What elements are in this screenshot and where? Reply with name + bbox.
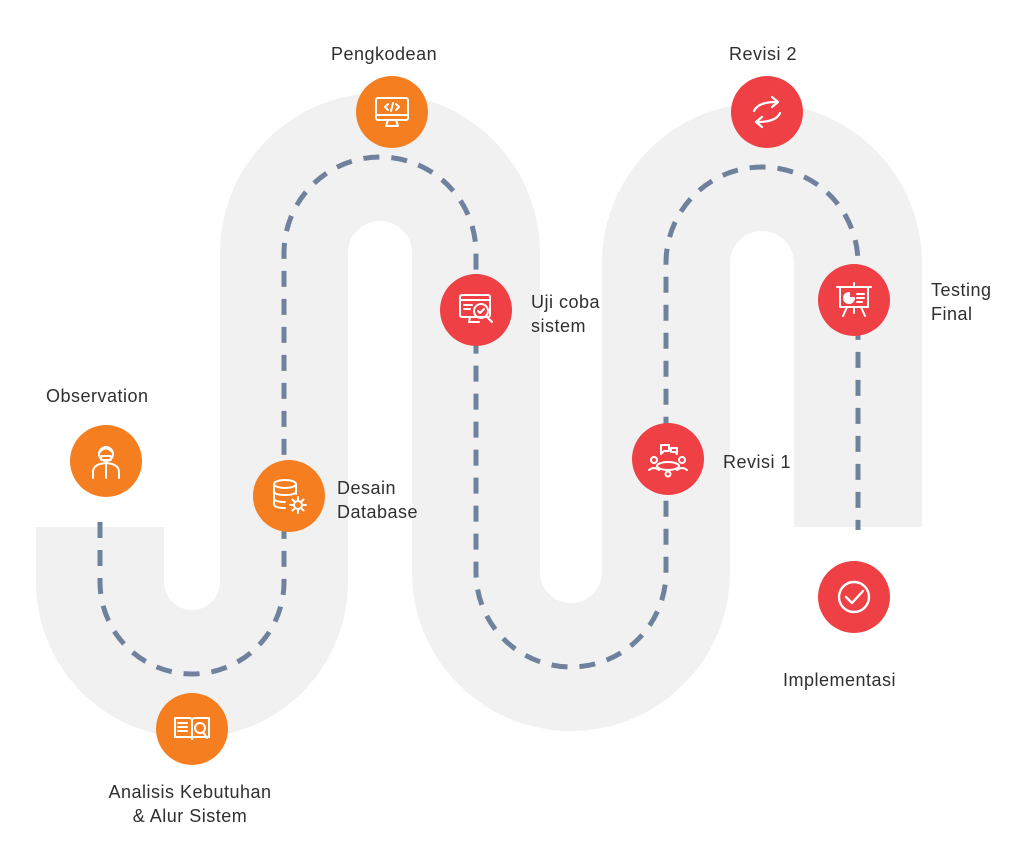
label-desain-database: Desain Database <box>337 478 419 522</box>
label-pengkodean: Pengkodean <box>331 44 438 64</box>
team-discussion-icon <box>648 444 688 478</box>
milestone-uji-coba-sistem <box>440 274 512 346</box>
monitor-code-icon <box>375 97 409 127</box>
label-analisis-kebutuhan: Analisis Kebutuhan & Alur Sistem <box>108 782 272 826</box>
label-implementasi: Implementasi <box>783 670 897 690</box>
sync-arrows-icon <box>752 95 782 129</box>
person-icon <box>92 446 120 479</box>
milestone-pengkodean <box>356 76 428 148</box>
presentation-board-icon <box>836 282 872 317</box>
milestone-analisis-kebutuhan <box>156 693 228 765</box>
milestone-observation <box>70 425 142 497</box>
label-revisi-1: Revisi 1 <box>723 452 792 472</box>
road-dashed-line <box>97 154 861 677</box>
book-search-icon <box>174 717 210 740</box>
milestone-revisi-2 <box>731 76 803 148</box>
label-testing-final: Testing Final <box>931 280 992 324</box>
label-uji-coba-sistem: Uji coba sistem <box>531 292 601 336</box>
label-observation: Observation <box>46 386 149 406</box>
label-revisi-2: Revisi 2 <box>729 44 798 64</box>
milestone-implementasi <box>818 561 890 633</box>
database-gear-icon <box>273 479 307 514</box>
monitor-magnifier-icon <box>459 294 493 323</box>
milestone-testing-final <box>818 264 890 336</box>
milestone-revisi-1 <box>632 423 704 495</box>
checkmark-icon <box>837 580 871 614</box>
milestone-desain-database <box>253 460 325 532</box>
